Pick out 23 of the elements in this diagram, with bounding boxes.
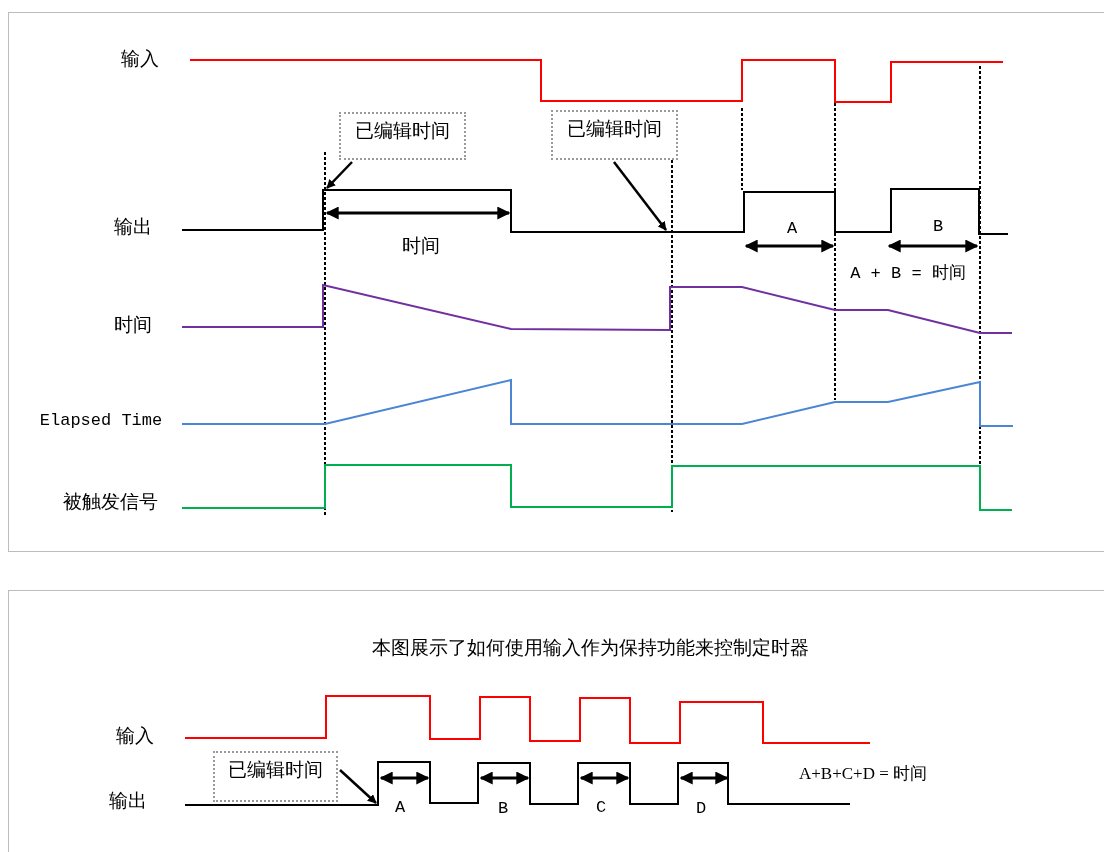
leader-arrow bbox=[326, 161, 353, 189]
leader-arrow bbox=[339, 769, 377, 804]
signal-label: 输出 bbox=[114, 216, 152, 236]
callout-box: 已编辑时间 bbox=[213, 751, 338, 802]
leader-arrow bbox=[613, 161, 667, 231]
signal-label: A bbox=[394, 798, 406, 816]
callout-box: 已编辑时间 bbox=[339, 112, 466, 160]
signal-label: A + B = 时间 bbox=[850, 264, 966, 282]
signal-label: D bbox=[695, 799, 707, 817]
signal-label: B bbox=[932, 217, 944, 235]
signal-label: 本图展示了如何使用输入作为保持功能来控制定时器 bbox=[371, 637, 809, 657]
signal-label: 输入 bbox=[121, 48, 159, 68]
output-waveform bbox=[181, 188, 1009, 235]
callout-box: 已编辑时间 bbox=[551, 110, 678, 160]
signal-label: Elapsed Time bbox=[39, 411, 163, 429]
signal-label: 被触发信号 bbox=[62, 491, 158, 511]
signal-label: 输出 bbox=[109, 790, 147, 810]
signal-label: 时间 bbox=[114, 314, 152, 334]
signal-label: C bbox=[595, 798, 607, 816]
signal-label: A bbox=[786, 219, 798, 237]
signal-label: A+B+C+D = 时间 bbox=[798, 764, 928, 782]
signal-label: 输入 bbox=[116, 725, 154, 745]
signal-label: B bbox=[497, 799, 509, 817]
